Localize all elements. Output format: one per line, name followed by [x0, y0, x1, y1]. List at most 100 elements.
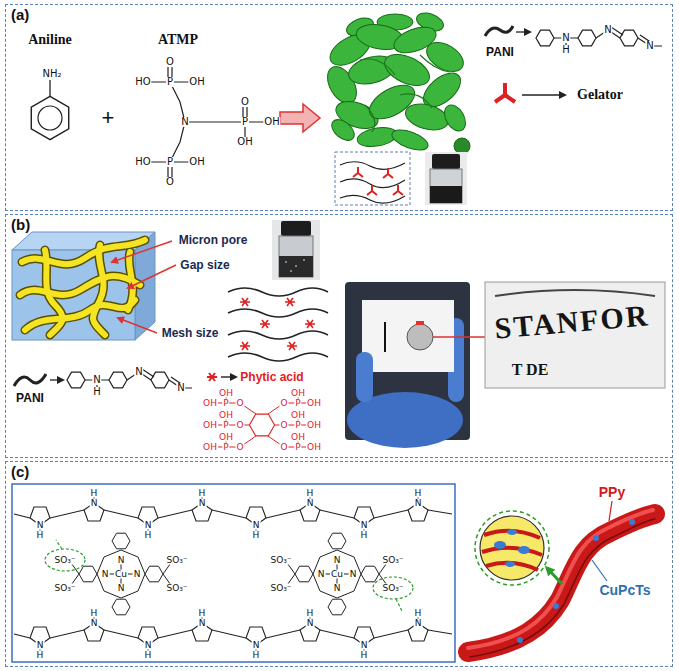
- atom-label: H: [198, 609, 207, 618]
- phytic-acid-structure: [240, 403, 284, 447]
- ppy-fiber-illustration: [593, 535, 599, 541]
- aniline-structure: [49, 80, 50, 96]
- vial-photo: [279, 256, 313, 277]
- atmp-structure: [185, 104, 272, 142]
- atom-label: H: [306, 489, 315, 498]
- atom-label: O: [165, 177, 175, 187]
- vial-photo: [430, 186, 462, 203]
- atom-label: H: [360, 531, 369, 540]
- polymer-chains: [285, 298, 295, 306]
- gel-network-inset: [353, 167, 403, 195]
- vial-photo: [272, 220, 320, 280]
- cupcts-molecule: [285, 533, 389, 615]
- atom-label: N: [36, 521, 45, 530]
- leader-arrows: [112, 241, 176, 333]
- atom-label: H: [90, 609, 99, 618]
- polymer-name: PANI: [16, 391, 44, 405]
- vial-photo: [279, 236, 313, 277]
- nanostructure-illustration: [389, 126, 430, 154]
- atom-label: H: [360, 651, 369, 660]
- vial-photo: [281, 221, 311, 236]
- atom-label: N: [603, 25, 612, 35]
- atom-label: N: [133, 570, 142, 579]
- atom-label: N: [90, 499, 99, 508]
- gelator-symbol: [522, 94, 565, 96]
- atom-label: H: [252, 531, 261, 540]
- atom-label: N: [561, 33, 570, 43]
- panel-label: (b): [11, 217, 30, 234]
- atom-label: N: [198, 499, 207, 508]
- aniline-structure: [38, 106, 62, 130]
- leader-arrows: [128, 265, 176, 288]
- atom-label: N: [36, 641, 45, 650]
- atom-label: OH: [202, 443, 218, 452]
- interaction-marks: [396, 599, 402, 611]
- atom-label: P: [294, 399, 301, 408]
- nanostructure-illustration: [440, 101, 470, 134]
- atom-label: N: [117, 556, 126, 565]
- compound-name: Gelator: [577, 87, 623, 103]
- atom-label: H: [92, 387, 102, 397]
- ppy-fiber-illustration: [517, 637, 523, 643]
- atom-label: O: [235, 421, 244, 430]
- zoom-circle: [518, 546, 530, 554]
- atom-label: SO₃⁻: [165, 556, 188, 565]
- atom-label: N: [144, 521, 153, 530]
- structure-frame: [12, 484, 455, 662]
- hand-card-photo: [433, 336, 485, 338]
- atom-label: HO: [134, 157, 151, 167]
- atom-label: OH: [290, 411, 306, 420]
- zoom-circle: [482, 531, 542, 570]
- pani-symbol: [516, 31, 530, 32]
- polymer-chains: [228, 288, 328, 361]
- atom-label: P: [241, 117, 249, 127]
- atom-label: SO₃⁻: [269, 556, 292, 565]
- hand-card-photo: [407, 324, 433, 350]
- gelator-symbol: [495, 83, 515, 102]
- zoomed-text: T DE: [512, 361, 549, 379]
- atom-label: H: [306, 609, 315, 618]
- leader-arrows: [112, 241, 172, 262]
- zoom-circle: [480, 516, 544, 580]
- atom-label: N: [180, 117, 189, 127]
- phytic-acid-structure: [210, 393, 314, 447]
- atom-label: H: [36, 651, 45, 660]
- pani-symbol: [536, 30, 554, 46]
- callout-label: Mesh size: [162, 326, 219, 340]
- atom-label: N: [306, 619, 315, 628]
- atom-label: Cu: [330, 570, 344, 579]
- polymer-chains: [305, 320, 315, 328]
- atom-label: H: [90, 489, 99, 498]
- zoom-view: [485, 282, 665, 388]
- atom-label: N: [198, 619, 207, 628]
- atom-label: N: [92, 375, 101, 385]
- ppy-fiber-illustration: [468, 514, 655, 652]
- atom-label: N: [317, 570, 326, 579]
- gel-network-inset: [353, 167, 363, 177]
- atom-label: N: [333, 584, 342, 593]
- hand-card-photo: [356, 352, 373, 402]
- atom-label: P: [222, 399, 229, 408]
- zoomed-text: STANFOR: [493, 298, 650, 345]
- gel-network-inset: [393, 185, 403, 195]
- pani-symbol: [620, 30, 638, 46]
- atom-label: SO₃⁻: [53, 584, 76, 593]
- phytic-acid-symbol: [221, 376, 236, 377]
- vial-photo: [425, 152, 467, 205]
- atom-label: NH₂: [41, 69, 62, 79]
- atom-label: N: [360, 641, 369, 650]
- zoom-circle: [494, 541, 506, 549]
- atom-label: H: [198, 489, 207, 498]
- atom-label: OH: [263, 117, 280, 127]
- vial-photo: [272, 220, 320, 280]
- gel-network-inset: [367, 185, 377, 195]
- leader-lines: [592, 501, 612, 581]
- polymer-chains: [240, 342, 250, 350]
- reaction-arrow: [280, 104, 320, 132]
- zoom-circle: [505, 561, 515, 567]
- pani-symbol: [67, 372, 85, 388]
- callout-label: Micron pore: [179, 233, 248, 247]
- atom-label: OH: [218, 389, 234, 398]
- atom-label: N: [645, 41, 654, 51]
- atom-label: OH: [188, 157, 205, 167]
